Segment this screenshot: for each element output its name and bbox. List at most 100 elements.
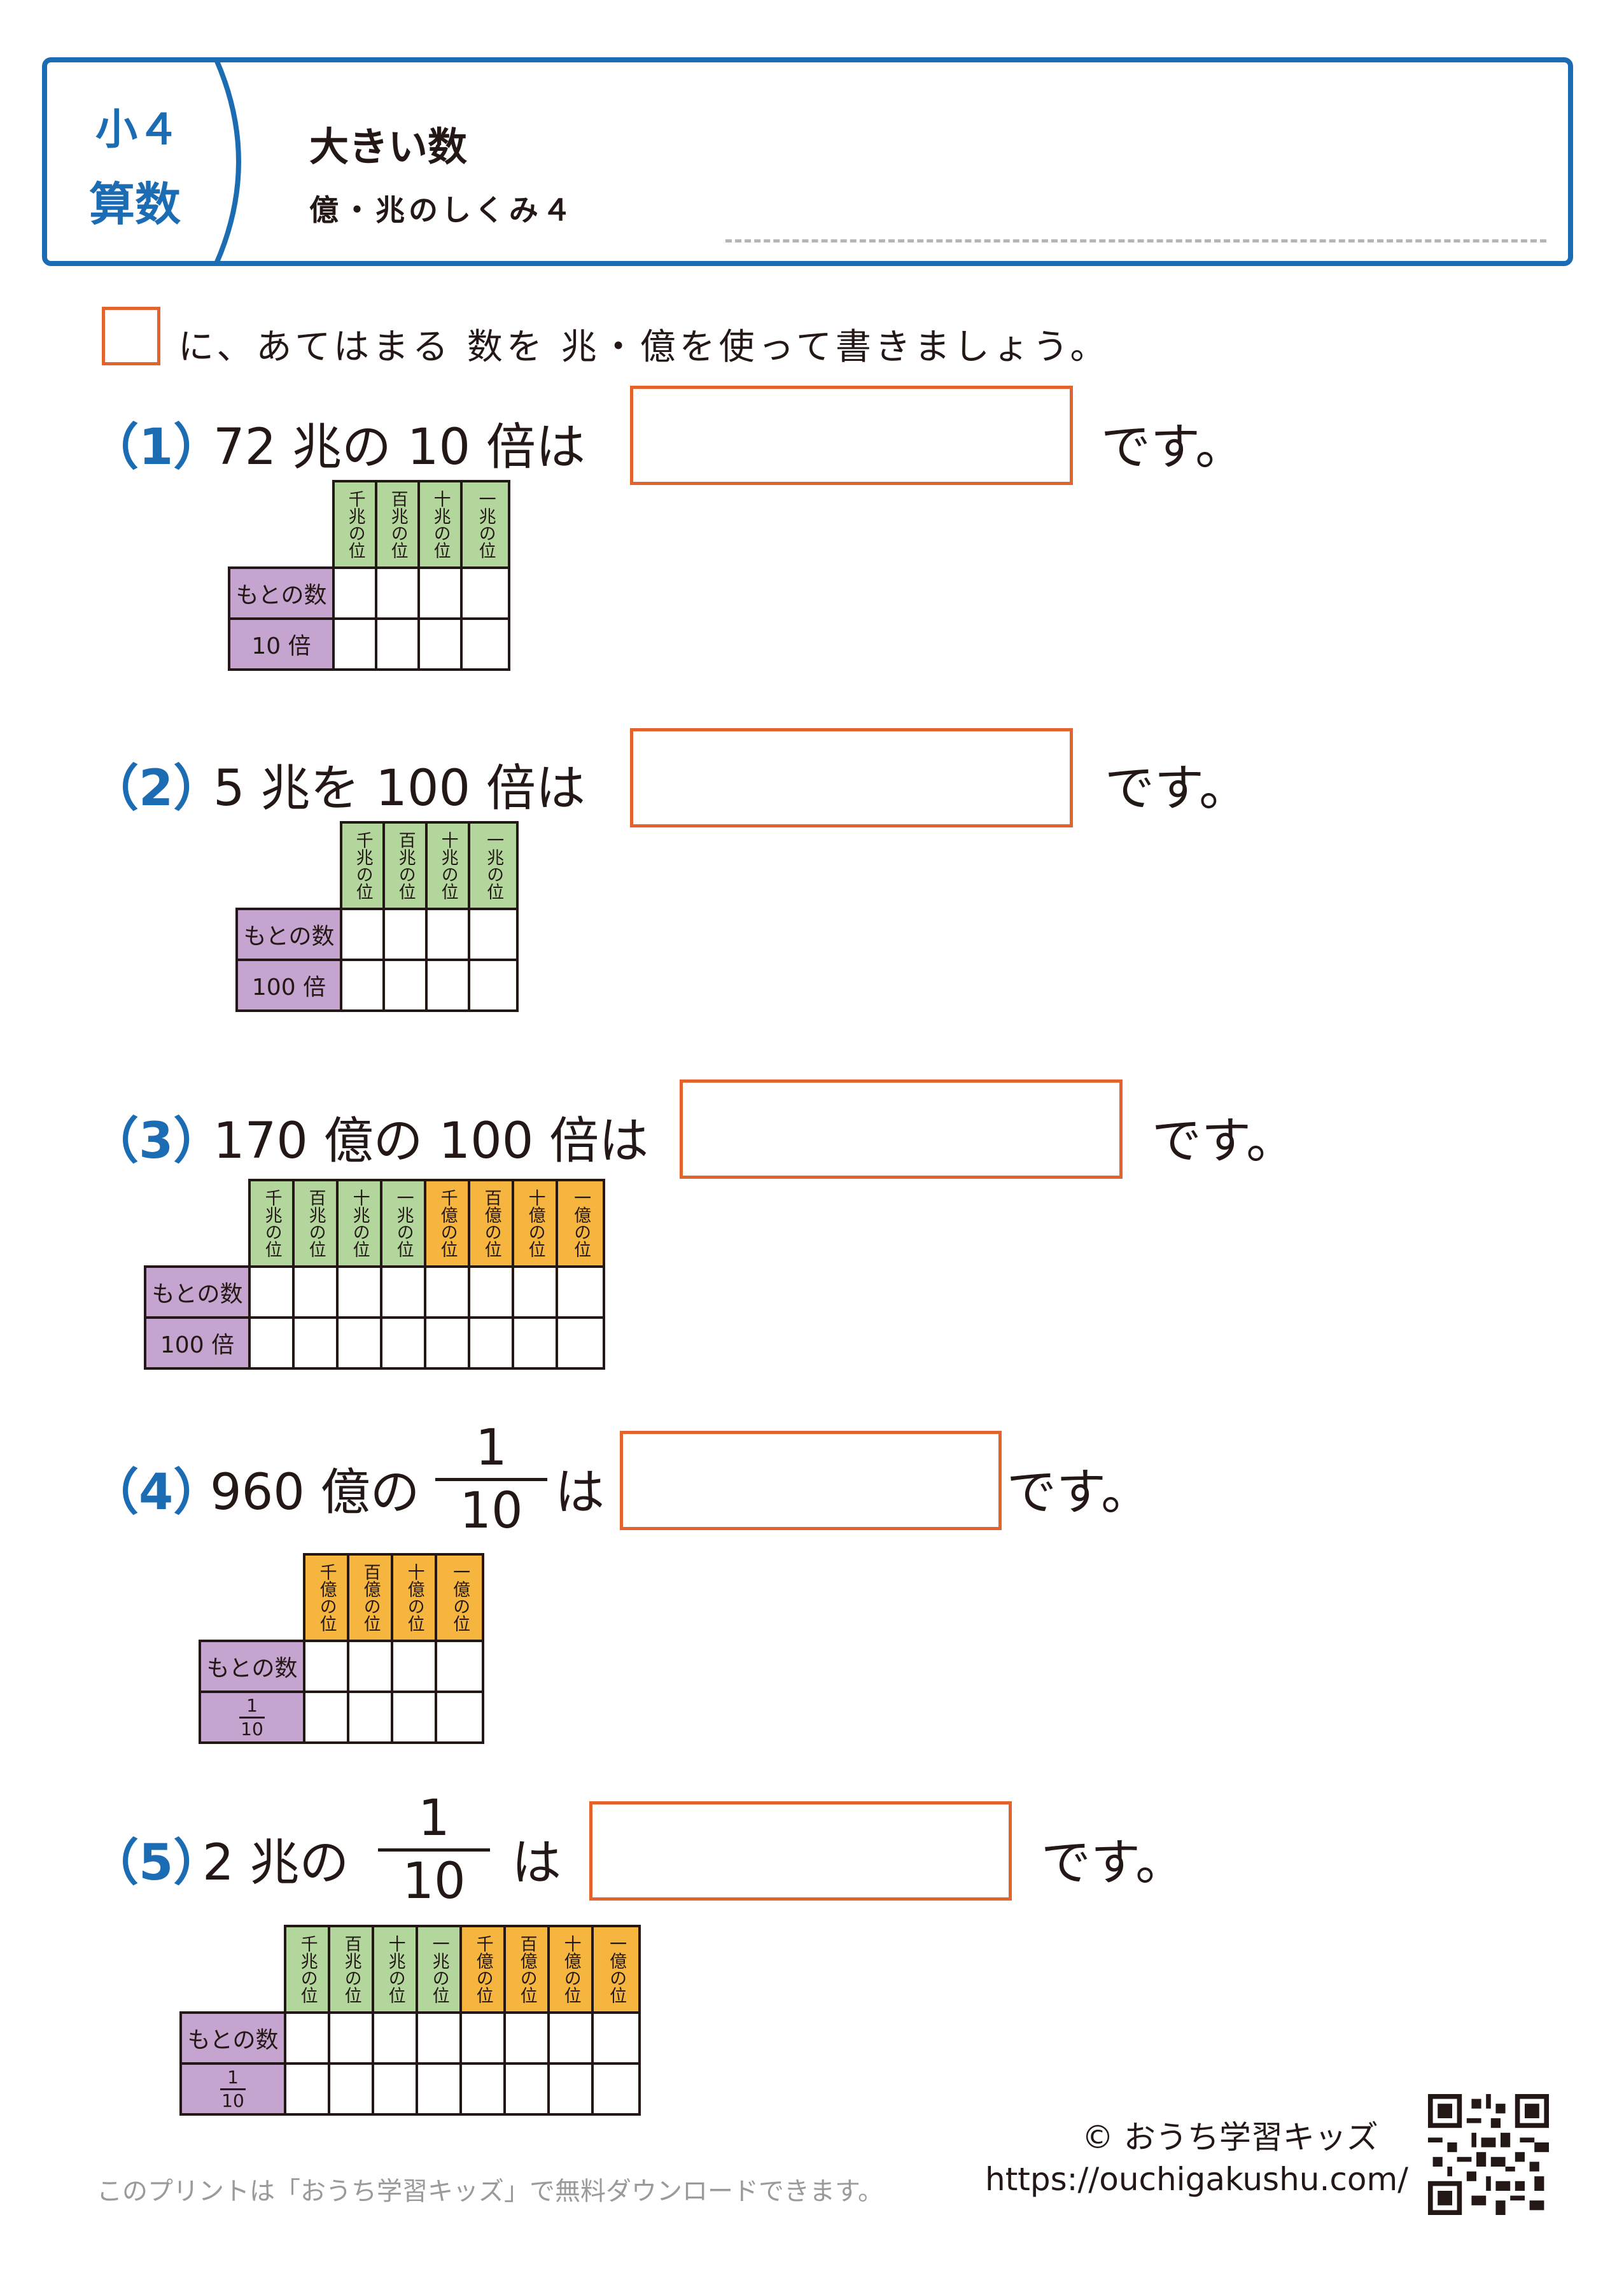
answer-box[interactable] <box>589 1801 1012 1901</box>
problem-number: （4） <box>89 1464 223 1521</box>
problem-number: （5） <box>89 1834 223 1892</box>
table-cell[interactable] <box>336 1316 382 1370</box>
column-header: 千兆の位 <box>248 1179 295 1268</box>
table-cell[interactable] <box>468 1316 514 1370</box>
table-cell[interactable] <box>292 1316 339 1370</box>
problem-number: （1） <box>89 419 223 476</box>
fraction: 1 10 <box>435 1423 547 1536</box>
column-header: 千億の位 <box>459 1925 506 2014</box>
table-cell[interactable] <box>468 959 519 1012</box>
fraction-denominator: 10 <box>402 1853 466 1910</box>
table-cell[interactable] <box>391 1691 437 1744</box>
column-header: 一億の位 <box>591 1925 641 2014</box>
fraction: 1 10 <box>220 2068 246 2110</box>
table-cell[interactable] <box>424 1316 470 1370</box>
table-cell[interactable] <box>435 1691 484 1744</box>
table-cell[interactable] <box>284 2062 330 2116</box>
table-cell[interactable] <box>340 959 385 1012</box>
table-cell[interactable] <box>416 2062 462 2116</box>
table-cell[interactable] <box>372 2011 418 2065</box>
fraction-numerator: 1 <box>475 1419 507 1477</box>
table-cell[interactable] <box>556 1265 605 1319</box>
table-cell[interactable] <box>328 2011 374 2065</box>
column-header: 百億の位 <box>503 1925 550 2014</box>
table-cell[interactable] <box>332 566 377 620</box>
table-cell[interactable] <box>512 1265 558 1319</box>
table-cell[interactable] <box>547 2011 594 2065</box>
table-cell[interactable] <box>460 617 510 671</box>
table-cell[interactable] <box>468 908 519 961</box>
table-cell[interactable] <box>382 959 428 1012</box>
column-header: 千兆の位 <box>332 480 377 569</box>
column-label: 一兆の位 <box>484 831 504 900</box>
fraction-denominator: 10 <box>459 1482 523 1540</box>
column-label: 千億の位 <box>437 1189 458 1258</box>
answer-box[interactable] <box>680 1079 1123 1179</box>
problem-suffix: です。 <box>1007 1464 1151 1521</box>
table-cell[interactable] <box>248 1265 295 1319</box>
page-subtitle: 億・兆のしくみ４ <box>309 193 575 227</box>
qr-code-icon[interactable] <box>1428 2094 1549 2215</box>
table-cell[interactable] <box>303 1691 349 1744</box>
table-cell[interactable] <box>332 617 377 671</box>
table-cell[interactable] <box>292 1265 339 1319</box>
table-cell[interactable] <box>425 908 470 961</box>
page-title: 大きい数 <box>309 123 468 170</box>
table-cell[interactable] <box>459 2062 506 2116</box>
site-url-link[interactable]: https://ouchigakushu.com/ <box>985 2161 1409 2198</box>
table-cell[interactable] <box>416 2011 462 2065</box>
table-cell[interactable] <box>391 1640 437 1693</box>
column-header: 百兆の位 <box>382 821 428 910</box>
table-cell[interactable] <box>372 2062 418 2116</box>
column-label: 百兆の位 <box>341 1935 361 2004</box>
problem-number: （3） <box>89 1113 223 1170</box>
table-cell[interactable] <box>425 959 470 1012</box>
column-label: 千億の位 <box>473 1935 493 2004</box>
table-cell[interactable] <box>375 617 420 671</box>
fraction-numerator: 1 <box>418 1790 450 1847</box>
column-label: 十兆の位 <box>385 1935 405 2004</box>
answer-box[interactable] <box>630 728 1073 827</box>
table-cell[interactable] <box>380 1265 426 1319</box>
table-cell[interactable] <box>556 1316 605 1370</box>
table-cell[interactable] <box>503 2011 550 2065</box>
column-header: 百億の位 <box>468 1179 514 1268</box>
table-cell[interactable] <box>424 1265 470 1319</box>
table-cell[interactable] <box>417 566 463 620</box>
table-cell[interactable] <box>340 908 385 961</box>
table-cell[interactable] <box>380 1316 426 1370</box>
table-cell[interactable] <box>347 1691 393 1744</box>
answer-box[interactable] <box>620 1431 1002 1530</box>
subject-label: 算数 <box>89 178 181 231</box>
column-header: 千億の位 <box>424 1179 470 1268</box>
table-cell[interactable] <box>328 2062 374 2116</box>
column-header: 十億の位 <box>547 1925 594 2014</box>
column-header: 千兆の位 <box>340 821 385 910</box>
table-cell[interactable] <box>591 2011 641 2065</box>
table-cell[interactable] <box>468 1265 514 1319</box>
table-cell[interactable] <box>435 1640 484 1693</box>
column-header: 千億の位 <box>303 1553 349 1642</box>
problem-suffix: です。 <box>1152 1113 1296 1170</box>
table-cell[interactable] <box>382 908 428 961</box>
table-cell[interactable] <box>460 566 510 620</box>
table-cell[interactable] <box>336 1265 382 1319</box>
table-cell[interactable] <box>284 2011 330 2065</box>
column-label: 千兆の位 <box>262 1189 282 1258</box>
column-label: 一兆の位 <box>475 490 496 559</box>
table-cell[interactable] <box>591 2062 641 2116</box>
table-cell[interactable] <box>417 617 463 671</box>
row-label: もとの数 <box>199 1640 305 1693</box>
table-cell[interactable] <box>547 2062 594 2116</box>
table-cell[interactable] <box>303 1640 349 1693</box>
table-cell[interactable] <box>347 1640 393 1693</box>
table-cell[interactable] <box>459 2011 506 2065</box>
column-label: 一億の位 <box>571 1189 591 1258</box>
answer-box[interactable] <box>630 386 1073 485</box>
table-cell[interactable] <box>503 2062 550 2116</box>
fraction-bar <box>220 2088 246 2090</box>
table-cell[interactable] <box>248 1316 295 1370</box>
table-cell[interactable] <box>375 566 420 620</box>
column-label: 千兆の位 <box>353 831 373 900</box>
table-cell[interactable] <box>512 1316 558 1370</box>
